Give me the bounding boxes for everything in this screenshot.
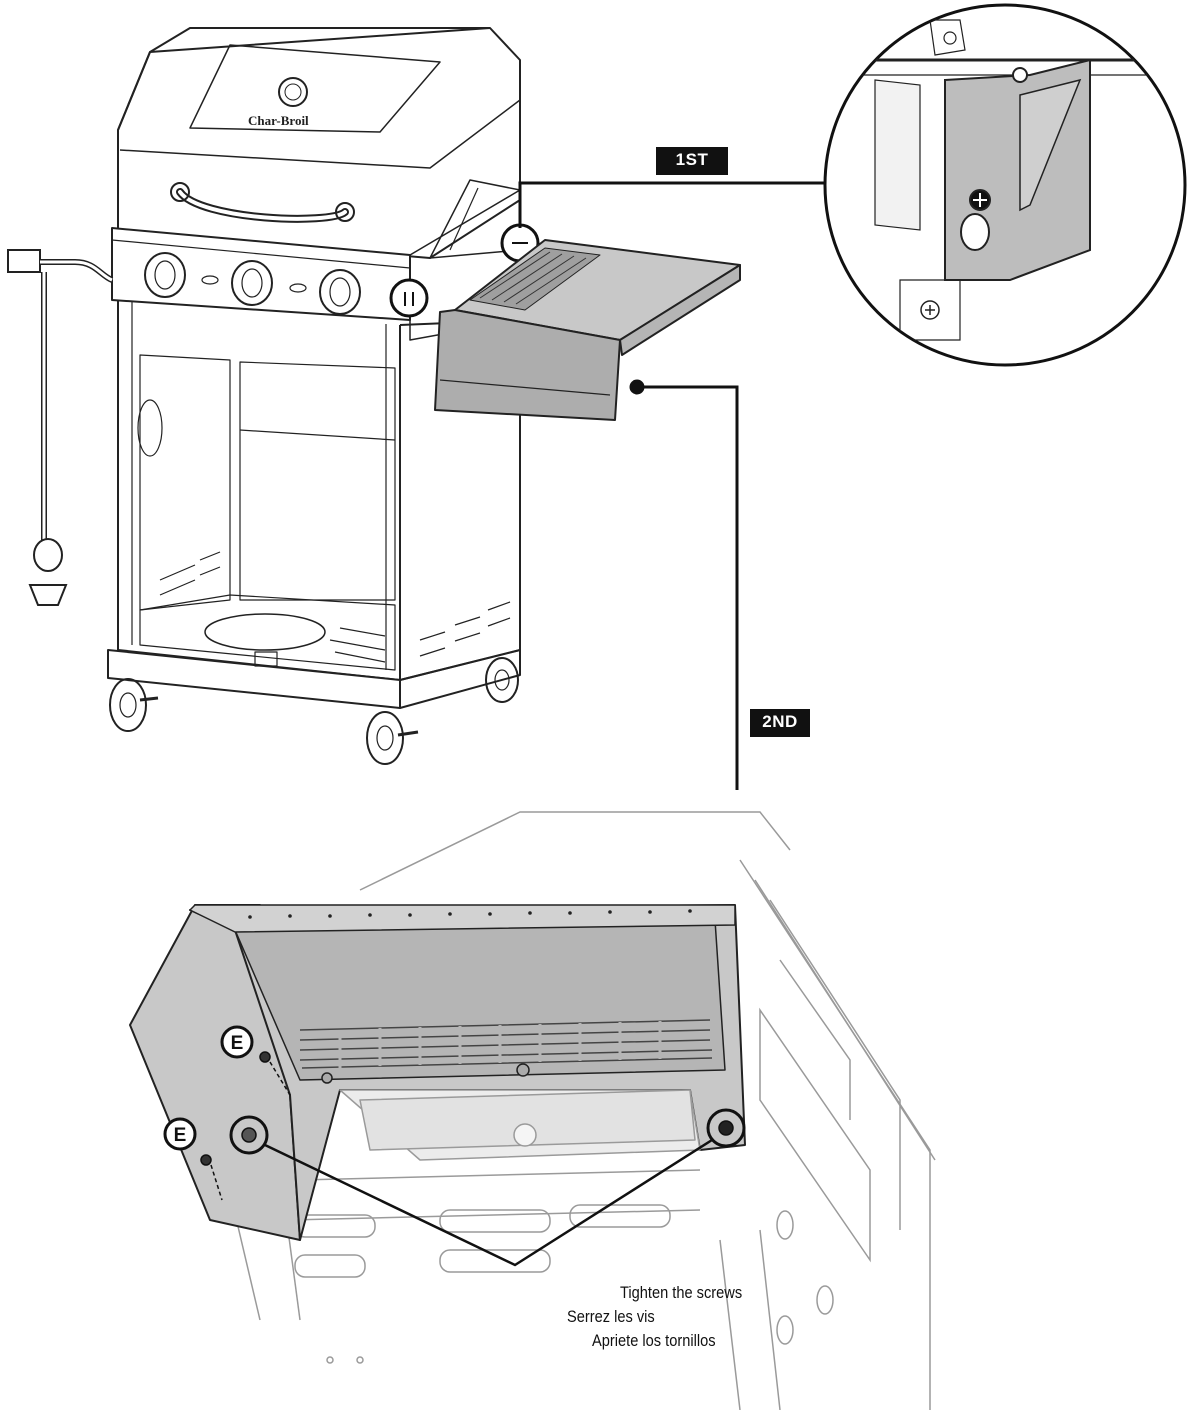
step-badge-second: 2ND: [750, 709, 810, 737]
detail-magnifier: [823, 3, 1187, 367]
grill-illustration: Char-Broil: [107, 27, 521, 765]
leader-line-2nd: [629, 379, 739, 790]
leader-line-1st: [518, 181, 828, 228]
part-e-text-1: E: [231, 1033, 244, 1054]
svg-text:Char-Broil: Char-Broil: [248, 113, 309, 128]
step-badge-first: 1ST: [656, 147, 728, 175]
side-shelf: [434, 239, 741, 421]
underside-view: [219, 811, 936, 1411]
part-e-label-1: E: [220, 1025, 254, 1059]
caption-french: Serrez les vis: [567, 1307, 655, 1326]
caption-english: Tighten the screws: [620, 1283, 743, 1302]
screw-callouts: [200, 1051, 746, 1267]
caption-spanish: Apriete los tornillos: [592, 1331, 716, 1350]
gas-regulator-hose: [7, 249, 114, 606]
shelf-underside: [129, 904, 746, 1241]
part-e-label-2: E: [163, 1117, 197, 1151]
part-e-text-2: E: [174, 1125, 187, 1146]
